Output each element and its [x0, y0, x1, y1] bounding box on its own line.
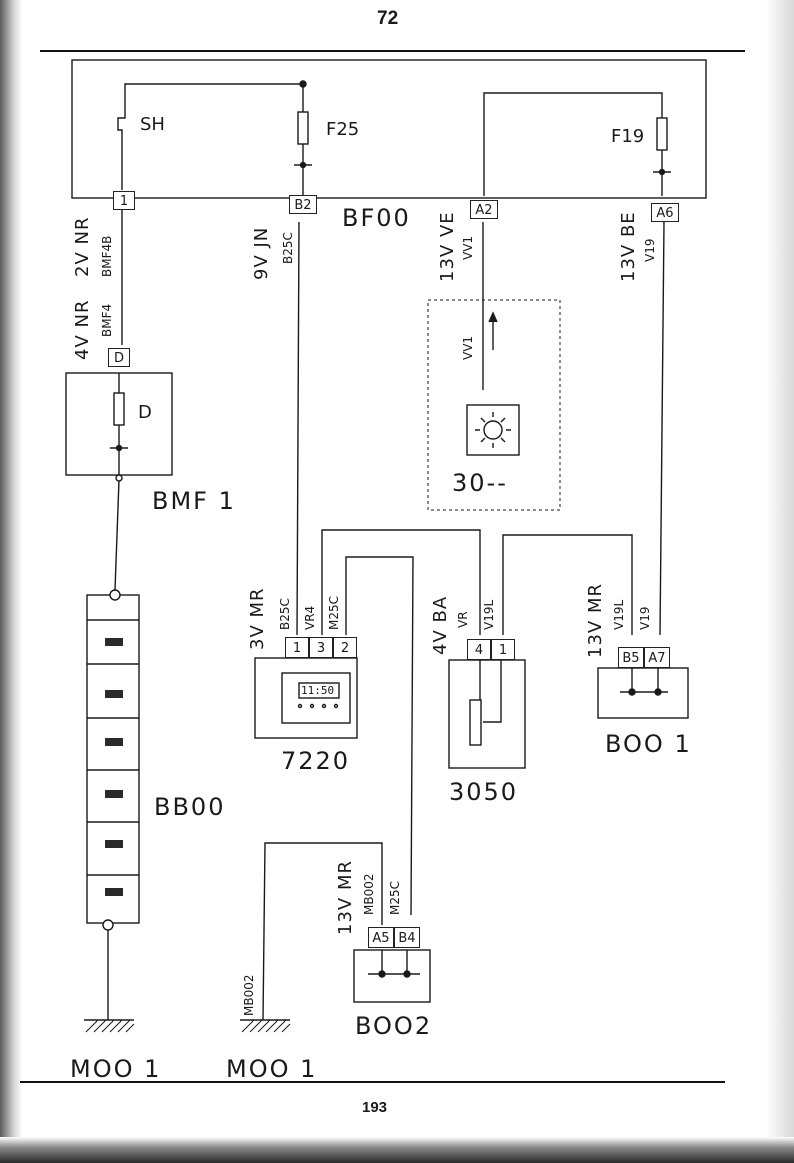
- b001-code-v19: V19: [638, 606, 652, 630]
- b002-code-mb002: MB002: [362, 873, 376, 916]
- clock-code-b25c: B25C: [278, 598, 292, 630]
- lamp-rays: [475, 412, 511, 448]
- b002-wires: [368, 950, 420, 975]
- clock-pin-2: 2: [333, 637, 357, 658]
- rheostat-pin-1: 1: [491, 639, 515, 660]
- f19-fuse: [656, 117, 668, 151]
- wire-13v-be-code: V19: [643, 238, 657, 262]
- bmf1-fuse-label: D: [138, 402, 152, 423]
- clock-name: 7220: [281, 747, 351, 775]
- rheostat-code-v19l: V19L: [482, 599, 496, 630]
- clock-display-frame: [281, 672, 351, 724]
- clock-box: [254, 657, 358, 739]
- ground-left-hatch: [85, 1019, 135, 1033]
- wire-13v-be: [659, 221, 665, 636]
- wire-9v-jn-code: B25C: [281, 232, 295, 264]
- b001-wires: [620, 668, 668, 693]
- wire-9v-jn-label: 9V JN: [251, 226, 272, 280]
- clock-display-text: 11:50: [301, 684, 335, 697]
- fuse-sh-label: SH: [140, 114, 165, 135]
- fusebox-pin-1: 1: [113, 191, 135, 210]
- clock-pin-1: 1: [285, 637, 309, 658]
- bmf1-to-battery: [114, 479, 120, 591]
- lamp-name: 30--: [452, 469, 508, 497]
- rheostat-wire-label: 4V BA: [430, 595, 451, 655]
- wire-v19l: [502, 534, 633, 635]
- wire-13v-ve-label: 13V VE: [437, 211, 458, 282]
- bmf1-name: BMF 1: [152, 487, 236, 515]
- bmf1-pin-d: D: [108, 348, 130, 367]
- page-number-top: 72: [377, 8, 399, 29]
- wire-13v-ve-code: VV1: [461, 235, 475, 260]
- b002-box: [353, 949, 431, 1003]
- page-left-shadow: [0, 0, 22, 1163]
- wire-2v-nr-code: BMF4B: [100, 235, 114, 277]
- b001-wire-label: 13V MR: [585, 583, 606, 658]
- wire-4v-nr-label: 4V NR: [72, 299, 93, 360]
- fusebox-outline: [71, 59, 707, 199]
- fuse-f25-label: F25: [326, 119, 360, 140]
- wire-9v-jn: [296, 221, 300, 636]
- ground-right-wire-code: MB002: [242, 974, 256, 1017]
- rheostat-wiper: [479, 660, 502, 723]
- rheostat-name: 3050: [449, 778, 519, 806]
- fusebox-pin-b2: B2: [289, 195, 317, 214]
- clock-pin-3: 3: [309, 637, 333, 658]
- wire-mb002: [262, 842, 383, 1021]
- fusebox-pin-a2: A2: [470, 200, 498, 219]
- b002-code-m25c: M25C: [388, 880, 402, 915]
- rheostat-code-vr: VR: [456, 611, 470, 628]
- lamp-symbol-box: [466, 404, 520, 456]
- b001-code-v19l: V19L: [612, 599, 626, 630]
- lamp-bulb: [483, 420, 503, 440]
- ground-right-name: MOO 1: [226, 1055, 318, 1083]
- wire-13v-be-label: 13V BE: [618, 211, 639, 282]
- wire-4v-nr-code: BMF4: [100, 303, 114, 337]
- footer-rule: [20, 1081, 725, 1083]
- header-rule: [40, 50, 745, 52]
- b001-box: [597, 667, 689, 719]
- b001-pin-a7: A7: [644, 647, 670, 668]
- wire-2v-nr-label: 2V NR: [72, 216, 93, 277]
- fusebox-pin-a6: A6: [651, 203, 679, 222]
- ground-left-name: MOO 1: [70, 1055, 162, 1083]
- clock-wire-label: 3V MR: [247, 587, 268, 650]
- battery-name: BB00: [154, 793, 226, 821]
- b002-pin-b4: B4: [394, 927, 420, 948]
- lamp-arrow-head: [488, 311, 498, 323]
- fusebox-name: BF00: [342, 204, 411, 232]
- bb00-dividers: [87, 619, 139, 876]
- b002-pin-a5: A5: [368, 927, 394, 948]
- b001-pin-b5: B5: [618, 647, 644, 668]
- wire-vr4: [321, 529, 481, 635]
- b001-name: BOO 1: [605, 730, 692, 758]
- b002-name: BOO2: [355, 1012, 433, 1040]
- rheostat-resistor: [469, 699, 482, 746]
- wire-m25c: [345, 556, 414, 916]
- lamp-wire-code: VV1: [461, 335, 475, 360]
- rheostat-pin-4: 4: [467, 639, 491, 660]
- page-number-bottom: 193: [362, 1099, 388, 1116]
- page-bottom-shadow: [0, 1137, 794, 1163]
- lamp-area: [427, 299, 561, 511]
- bmf1-fuse: [113, 392, 125, 426]
- b002-wire-label: 13V MR: [335, 860, 356, 935]
- rheostat-box: [448, 659, 526, 769]
- clock-display: [298, 682, 340, 699]
- fuse-f19-label: F19: [611, 126, 645, 147]
- ground-right-hatch: [241, 1019, 291, 1033]
- clock-code-m25c: M25C: [327, 595, 341, 630]
- sh-link: [117, 83, 303, 190]
- f25-fuse: [297, 111, 309, 145]
- page-right-shadow: [766, 0, 794, 1163]
- clock-code-vr4: VR4: [303, 605, 317, 630]
